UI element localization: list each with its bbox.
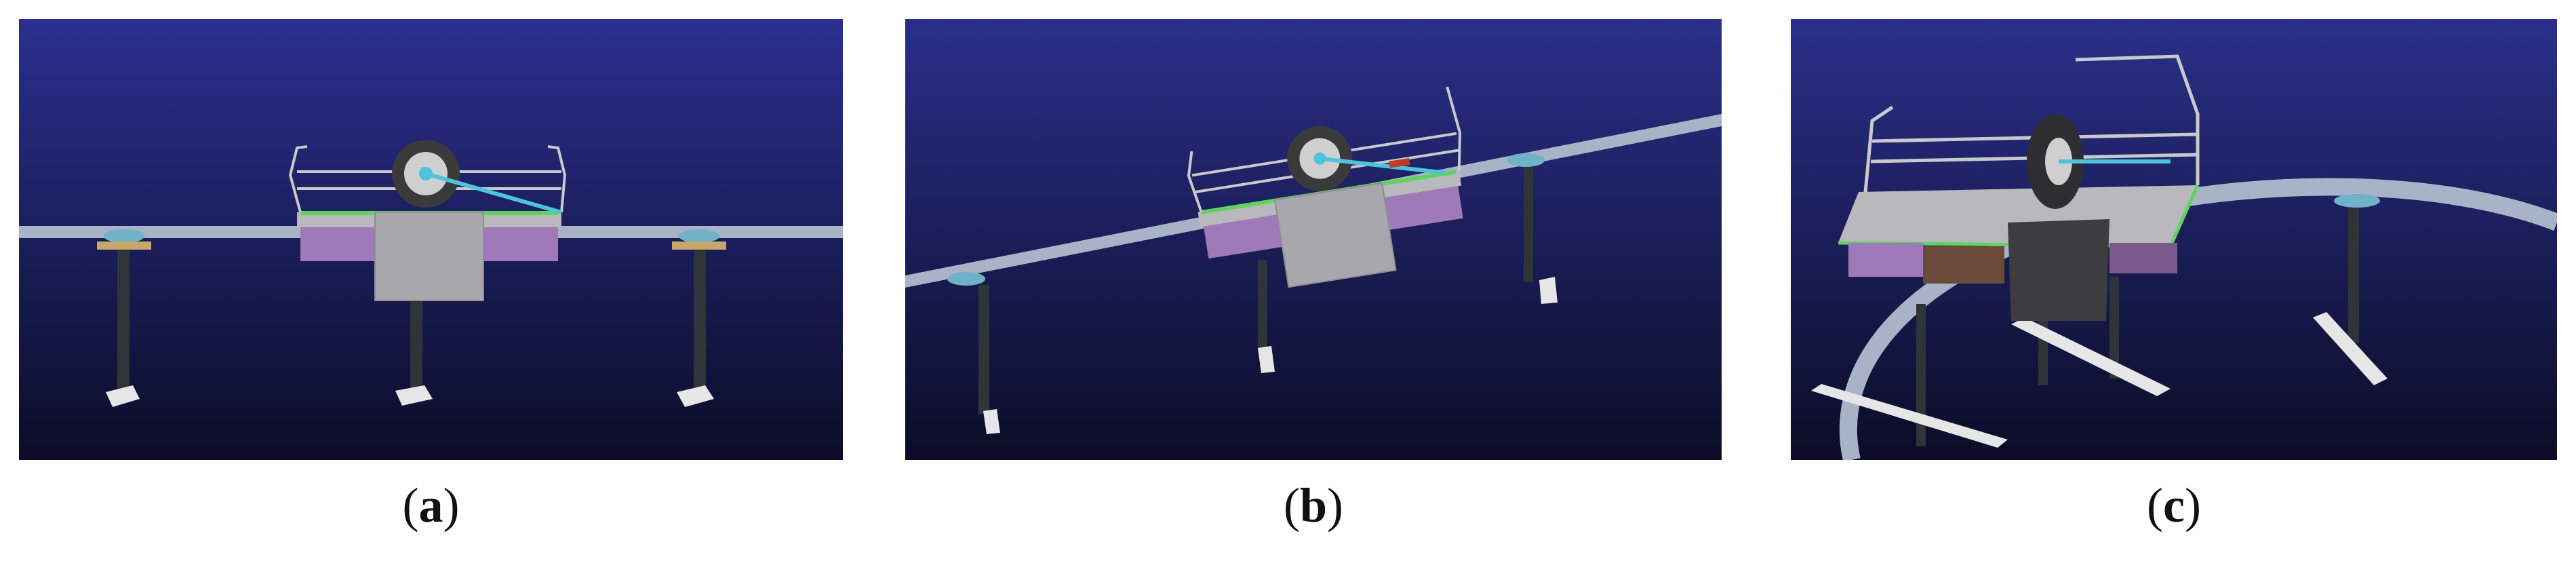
support-pillar-right [2313,194,2387,385]
support-pillar-center [395,287,433,406]
figure-panel-a [19,19,843,460]
figure-panel-c [1791,19,2557,460]
cart [1838,54,2200,321]
caption-a: (a) [402,478,460,533]
support-pillar-front [1811,304,2008,448]
support-pillar-right [672,229,726,407]
support-pillar-left [97,229,151,407]
caption-c: (c) [2147,478,2201,533]
figure-panel-b [905,19,1722,460]
panel-a-render [19,19,843,460]
panel-b-render [905,19,1722,460]
support-pillar-center [1258,260,1275,373]
panel-c-render [1791,19,2557,460]
cart [288,140,567,301]
cart [1187,86,1463,288]
caption-b: (b) [1283,478,1343,533]
support-pillar-right [1507,153,1558,304]
support-pillar-left [947,272,1000,434]
